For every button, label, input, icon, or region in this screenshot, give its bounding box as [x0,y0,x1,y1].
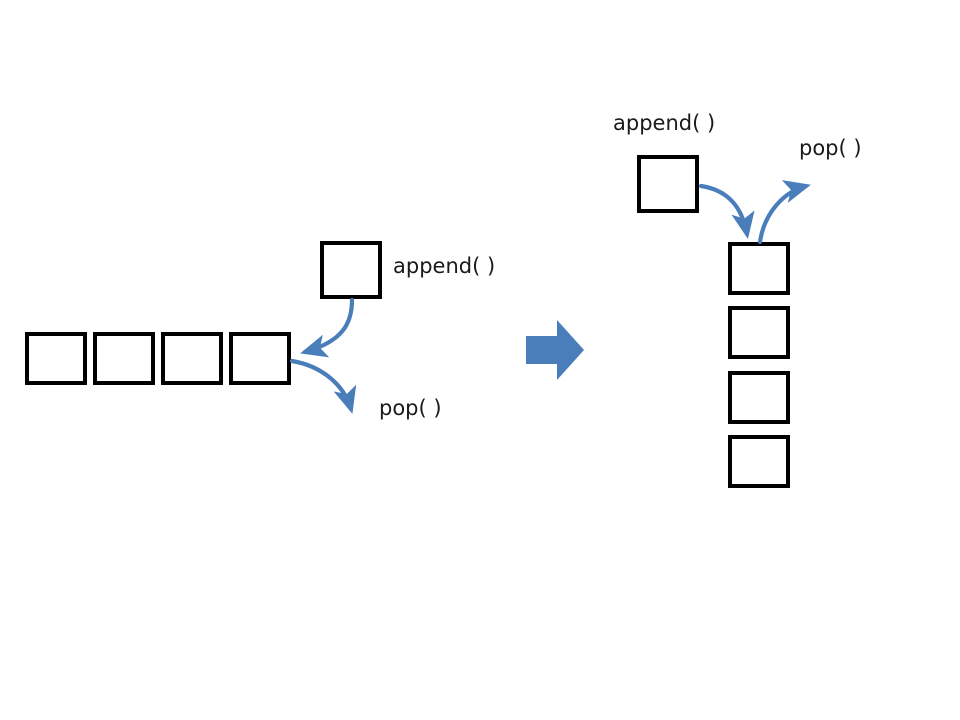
queue-append-label: append( ) [393,254,496,278]
stack-cell-3 [728,435,790,488]
stack-cell-2 [728,371,790,424]
stack-cell-0 [728,242,790,295]
stack-cell-1 [728,306,790,359]
stack-append-label: append( ) [613,111,716,135]
queue-cell-0 [25,332,87,385]
queue-cell-2 [161,332,223,385]
stack-incoming-cell [637,155,699,213]
queue-cell-3 [229,332,291,385]
queue-pop-label: pop( ) [379,396,442,420]
queue-cell-1 [93,332,155,385]
stack-pop-label: pop( ) [799,136,862,160]
queue-incoming-cell [320,241,382,299]
